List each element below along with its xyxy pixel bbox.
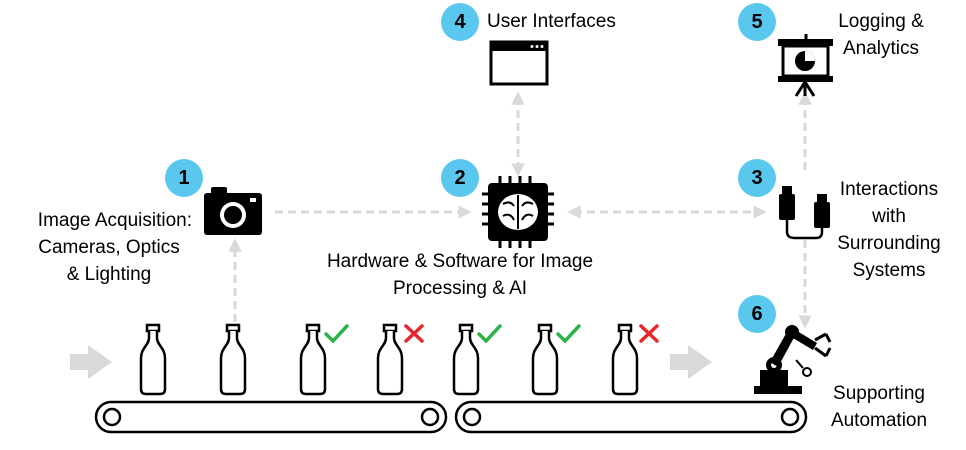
step-2-badge: 2 bbox=[441, 159, 479, 197]
step-4-badge: 4 bbox=[441, 3, 479, 41]
camera-icon bbox=[204, 187, 262, 235]
step-5-label-line: Logging & bbox=[838, 11, 924, 32]
step-1-label-line: & Lighting bbox=[66, 264, 152, 285]
step-3-label: Interactions with Surrounding Systems bbox=[830, 176, 948, 284]
conveyor-belt-right bbox=[454, 400, 808, 434]
check-mark-icon bbox=[324, 324, 349, 344]
step-2-label-line: Processing & AI bbox=[392, 278, 528, 299]
connector-arrows bbox=[228, 91, 812, 329]
cross-mark-icon bbox=[639, 324, 659, 343]
step-1-label-line: Cameras, Optics bbox=[38, 237, 180, 258]
bottle bbox=[139, 323, 167, 396]
step-6-label-line: Supporting bbox=[833, 383, 925, 404]
step-4-label-line: User Interfaces bbox=[487, 11, 616, 32]
bottle bbox=[531, 323, 581, 396]
step-1-label: Image Acquisition: Cameras, Optics & Lig… bbox=[12, 207, 192, 288]
bottle bbox=[299, 323, 349, 396]
ai-chip-icon bbox=[482, 176, 554, 248]
step-6-label: Supporting Automation bbox=[816, 380, 942, 434]
step-5-label-line: Analytics bbox=[842, 38, 920, 59]
step-4-label: User Interfaces bbox=[487, 8, 616, 35]
step-3-label-line: Surrounding bbox=[837, 233, 941, 254]
step-6-label-line: Automation bbox=[830, 410, 928, 431]
bottle bbox=[376, 323, 424, 396]
browser-window-icon bbox=[489, 40, 549, 86]
bottle bbox=[452, 323, 502, 396]
check-mark-icon bbox=[477, 324, 502, 344]
step-5-badge: 5 bbox=[738, 3, 776, 41]
check-mark-icon bbox=[556, 324, 581, 344]
step-1-label-line: Image Acquisition: bbox=[37, 210, 192, 231]
step-2-label-line: Hardware & Software for Image bbox=[326, 251, 594, 272]
cable-connector-icon bbox=[779, 186, 830, 240]
flow-arrow-right bbox=[670, 345, 712, 379]
step-3-label-line: Systems bbox=[852, 260, 926, 281]
robot-arm-icon bbox=[754, 325, 832, 394]
bottle bbox=[611, 323, 659, 396]
step-6-badge: 6 bbox=[738, 295, 776, 333]
bottle-row bbox=[139, 323, 659, 396]
bottle bbox=[219, 323, 247, 396]
flow-arrow-left bbox=[70, 345, 112, 379]
step-3-label-line: with bbox=[872, 206, 906, 227]
step-1-badge: 1 bbox=[165, 159, 203, 197]
cross-mark-icon bbox=[404, 324, 424, 343]
step-3-badge: 3 bbox=[738, 159, 776, 197]
step-5-label: Logging & Analytics bbox=[825, 8, 937, 62]
step-3-label-line: Interactions bbox=[839, 179, 939, 200]
conveyor-belt-left bbox=[94, 400, 448, 434]
presentation-chart-icon bbox=[778, 34, 833, 97]
step-2-label: Hardware & Software for Image Processing… bbox=[300, 248, 620, 302]
